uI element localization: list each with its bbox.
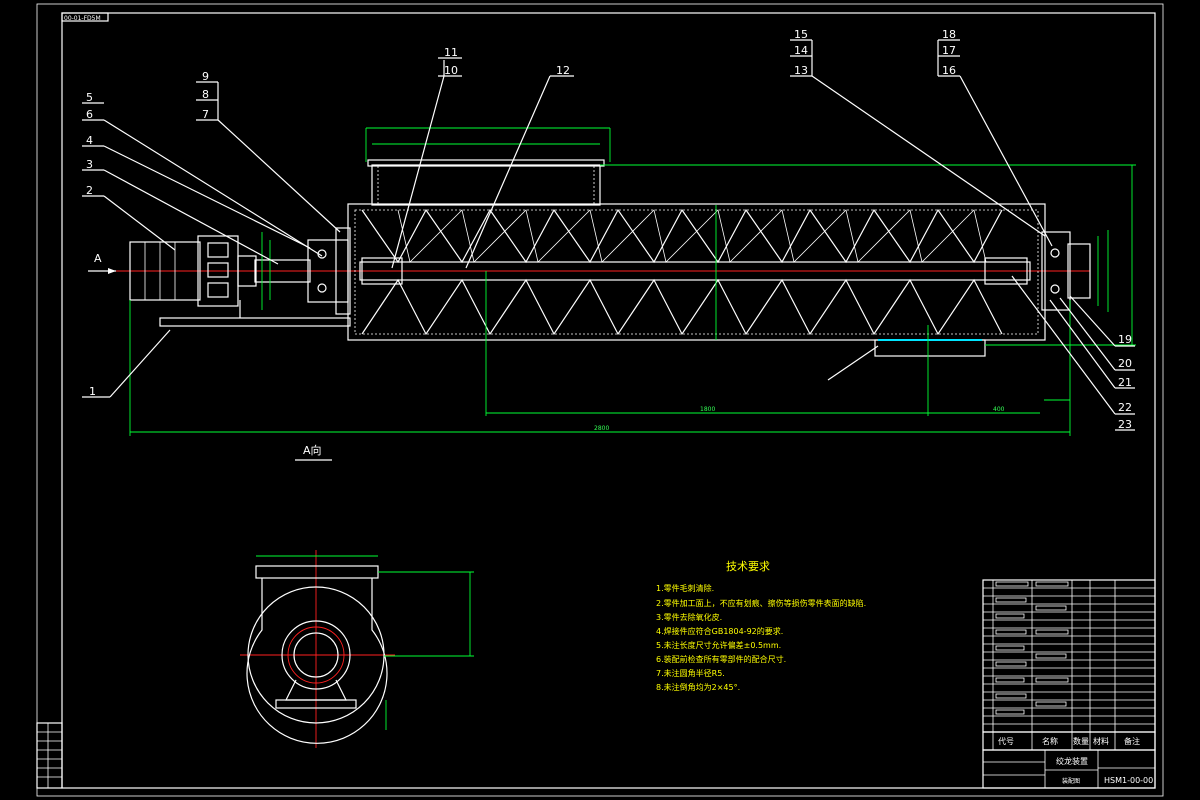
part-number-21: 21 (1118, 376, 1132, 389)
shaft-coupling-right (984, 257, 1028, 285)
right-bearing-housing (1041, 231, 1071, 311)
tech-req-item-3: 3.零件去除氧化皮. (656, 612, 722, 622)
sub-label: 装配图 (1062, 777, 1080, 785)
tech-req-item-6: 6.装配前检查所有零部件的配合尺寸. (656, 654, 786, 664)
part-number-13: 13 (794, 64, 808, 77)
left-shaft-extension (254, 259, 311, 283)
part-number-23: 23 (1118, 418, 1132, 431)
sheet-border-outer (36, 3, 1164, 797)
product-name: 绞龙装置 (1056, 756, 1088, 766)
tech-req-item-1: 1.零件毛刺清除. (656, 583, 714, 593)
tech-req-item-4: 4.焊接件应符合GB1804-92的要求. (656, 626, 783, 636)
part-number-4: 4 (86, 134, 93, 147)
part-number-20: 20 (1118, 357, 1132, 370)
drawing-code: HSM1-00-00 (1104, 776, 1153, 785)
revision-strip-lines (37, 723, 62, 788)
trough-body (347, 203, 1046, 341)
part-number-9: 9 (202, 70, 209, 83)
right-bearing-cap (1067, 243, 1091, 299)
dim-end-text: 400 (993, 406, 1005, 413)
shaft-coupling-left (361, 257, 403, 285)
part-number-22: 22 (1118, 401, 1132, 414)
gearbox-window-2 (207, 262, 229, 278)
tech-req-item-5: 5.未注长度尺寸允许偏差±0.5mm. (656, 640, 781, 650)
code-box (61, 12, 109, 22)
screw-flights-top (361, 208, 1003, 264)
section-screw-core (293, 632, 339, 678)
section-view-title: A向 (303, 443, 322, 457)
screw-shaft (359, 261, 1031, 281)
part-number-8: 8 (202, 88, 209, 101)
part-number-5: 5 (86, 91, 93, 104)
part-number-1: 1 (89, 385, 96, 398)
part-number-18: 18 (942, 28, 956, 41)
part-number-19: 19 (1118, 333, 1132, 346)
dim-span-text: 1800 (700, 406, 715, 413)
parts-list-frame (982, 579, 1156, 733)
leader-lines (82, 39, 1135, 431)
part-number-7: 7 (202, 108, 209, 121)
tech-req-title: 技术要求 (726, 560, 770, 573)
part-number-3: 3 (86, 158, 93, 171)
header-code: 代号 (998, 736, 1014, 746)
code-box-text: 00-01-FD5M (64, 15, 101, 22)
parts-list-rows (983, 580, 1155, 750)
left-bearing-housing (307, 239, 349, 303)
tech-req-item-8: 8.未注倒角均为2×45°. (656, 682, 740, 692)
left-bearing-plate (335, 227, 351, 315)
screw-flights-bottom (361, 278, 1003, 336)
section-screw-outer (281, 620, 351, 690)
inlet-hopper (371, 164, 601, 206)
part-number-16: 16 (942, 64, 956, 77)
title-block-frame (982, 749, 1156, 789)
section-inlet-flange (255, 565, 379, 579)
sheet-border-inner (61, 12, 1156, 789)
part-number-2: 2 (86, 184, 93, 197)
part-number-11: 11 (444, 46, 458, 59)
dim-total-text: 2800 (594, 425, 609, 432)
section-base (275, 699, 357, 709)
right-bearing-ball (1050, 248, 1060, 258)
reducer-neck (237, 255, 257, 287)
revision-strip (36, 722, 63, 789)
view-arrow-head (108, 268, 116, 274)
view-arrow-label: A (94, 252, 102, 265)
header-qty: 数量 (1073, 736, 1089, 746)
header-note: 备注 (1124, 736, 1140, 746)
gearbox-window-1 (207, 242, 229, 258)
outlet-chute (874, 339, 986, 357)
part-number-14: 14 (794, 44, 808, 57)
header-name: 名称 (1042, 736, 1058, 746)
gearbox-window-3 (207, 282, 229, 298)
part-number-17: 17 (942, 44, 956, 57)
header-material: 材料 (1093, 736, 1109, 746)
section-screw-inner (287, 626, 345, 684)
inlet-flange (367, 159, 605, 167)
screw-flights-back (397, 209, 987, 263)
tech-req-item-2: 2.零件加工面上，不应有划痕、擦伤等损伤零件表面的缺陷. (656, 598, 866, 608)
part-number-10: 10 (444, 64, 458, 77)
tech-req-item-7: 7.未注圆角半径R5. (656, 668, 725, 678)
section-trough-outline (246, 578, 388, 744)
part-number-12: 12 (556, 64, 570, 77)
section-trough-circle (247, 586, 385, 724)
trough-lining (354, 209, 1039, 335)
right-bearing-ball-2 (1050, 284, 1060, 294)
motor-base (159, 317, 351, 327)
bearing-ball-2 (317, 283, 327, 293)
part-number-6: 6 (86, 108, 93, 121)
part-number-15: 15 (794, 28, 808, 41)
